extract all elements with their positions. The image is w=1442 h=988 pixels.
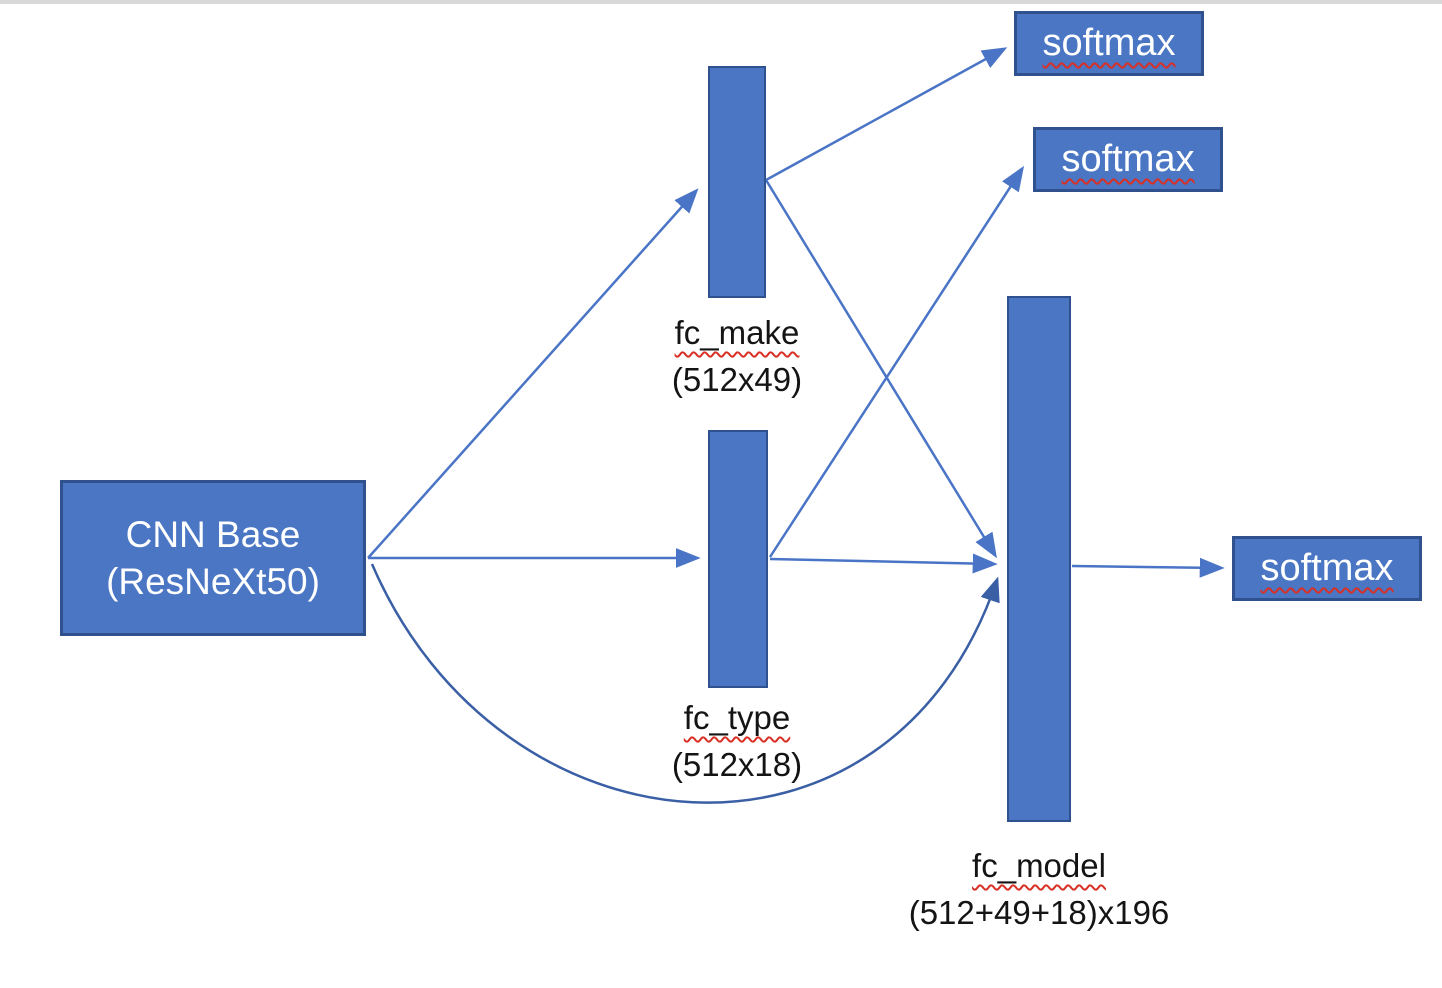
fc-make-dims: (512x49) bbox=[671, 360, 803, 398]
fc-model-dims: (512+49+18)x196 bbox=[908, 893, 1170, 931]
node-fc-type-bar bbox=[708, 430, 768, 688]
softmax-type-label: softmax bbox=[1061, 138, 1195, 180]
softmax-model-label: softmax bbox=[1260, 547, 1394, 589]
fc-model-label-group: fc_model (512+49+18)x196 bbox=[889, 845, 1189, 935]
node-softmax-model: softmax bbox=[1232, 536, 1422, 601]
node-softmax-type: softmax bbox=[1033, 127, 1223, 192]
fc-type-name: fc_type bbox=[683, 699, 791, 736]
node-fc-model-bar bbox=[1007, 296, 1071, 822]
fc-type-label-group: fc_type (512x18) bbox=[607, 697, 867, 787]
fc-make-name: fc_make bbox=[674, 314, 800, 351]
fc-model-name: fc_model bbox=[972, 847, 1106, 884]
node-fc-make-bar bbox=[708, 66, 766, 298]
node-softmax-make: softmax bbox=[1014, 11, 1204, 76]
arrow-fcmake-to-softmax bbox=[765, 47, 1008, 182]
arrow-fcmodel-to-softmax bbox=[1071, 557, 1225, 578]
window-top-edge bbox=[0, 0, 1442, 4]
cnn-base-subtitle: (ResNeXt50) bbox=[106, 561, 320, 602]
cnn-base-title: CNN Base bbox=[125, 513, 301, 555]
softmax-make-label: softmax bbox=[1042, 22, 1176, 64]
node-cnn-base: CNN Base (ResNeXt50) bbox=[60, 480, 366, 636]
arrow-fctype-to-fcmodel bbox=[769, 553, 998, 574]
fc-type-dims: (512x18) bbox=[671, 745, 803, 783]
fc-make-label-group: fc_make (512x49) bbox=[607, 312, 867, 402]
